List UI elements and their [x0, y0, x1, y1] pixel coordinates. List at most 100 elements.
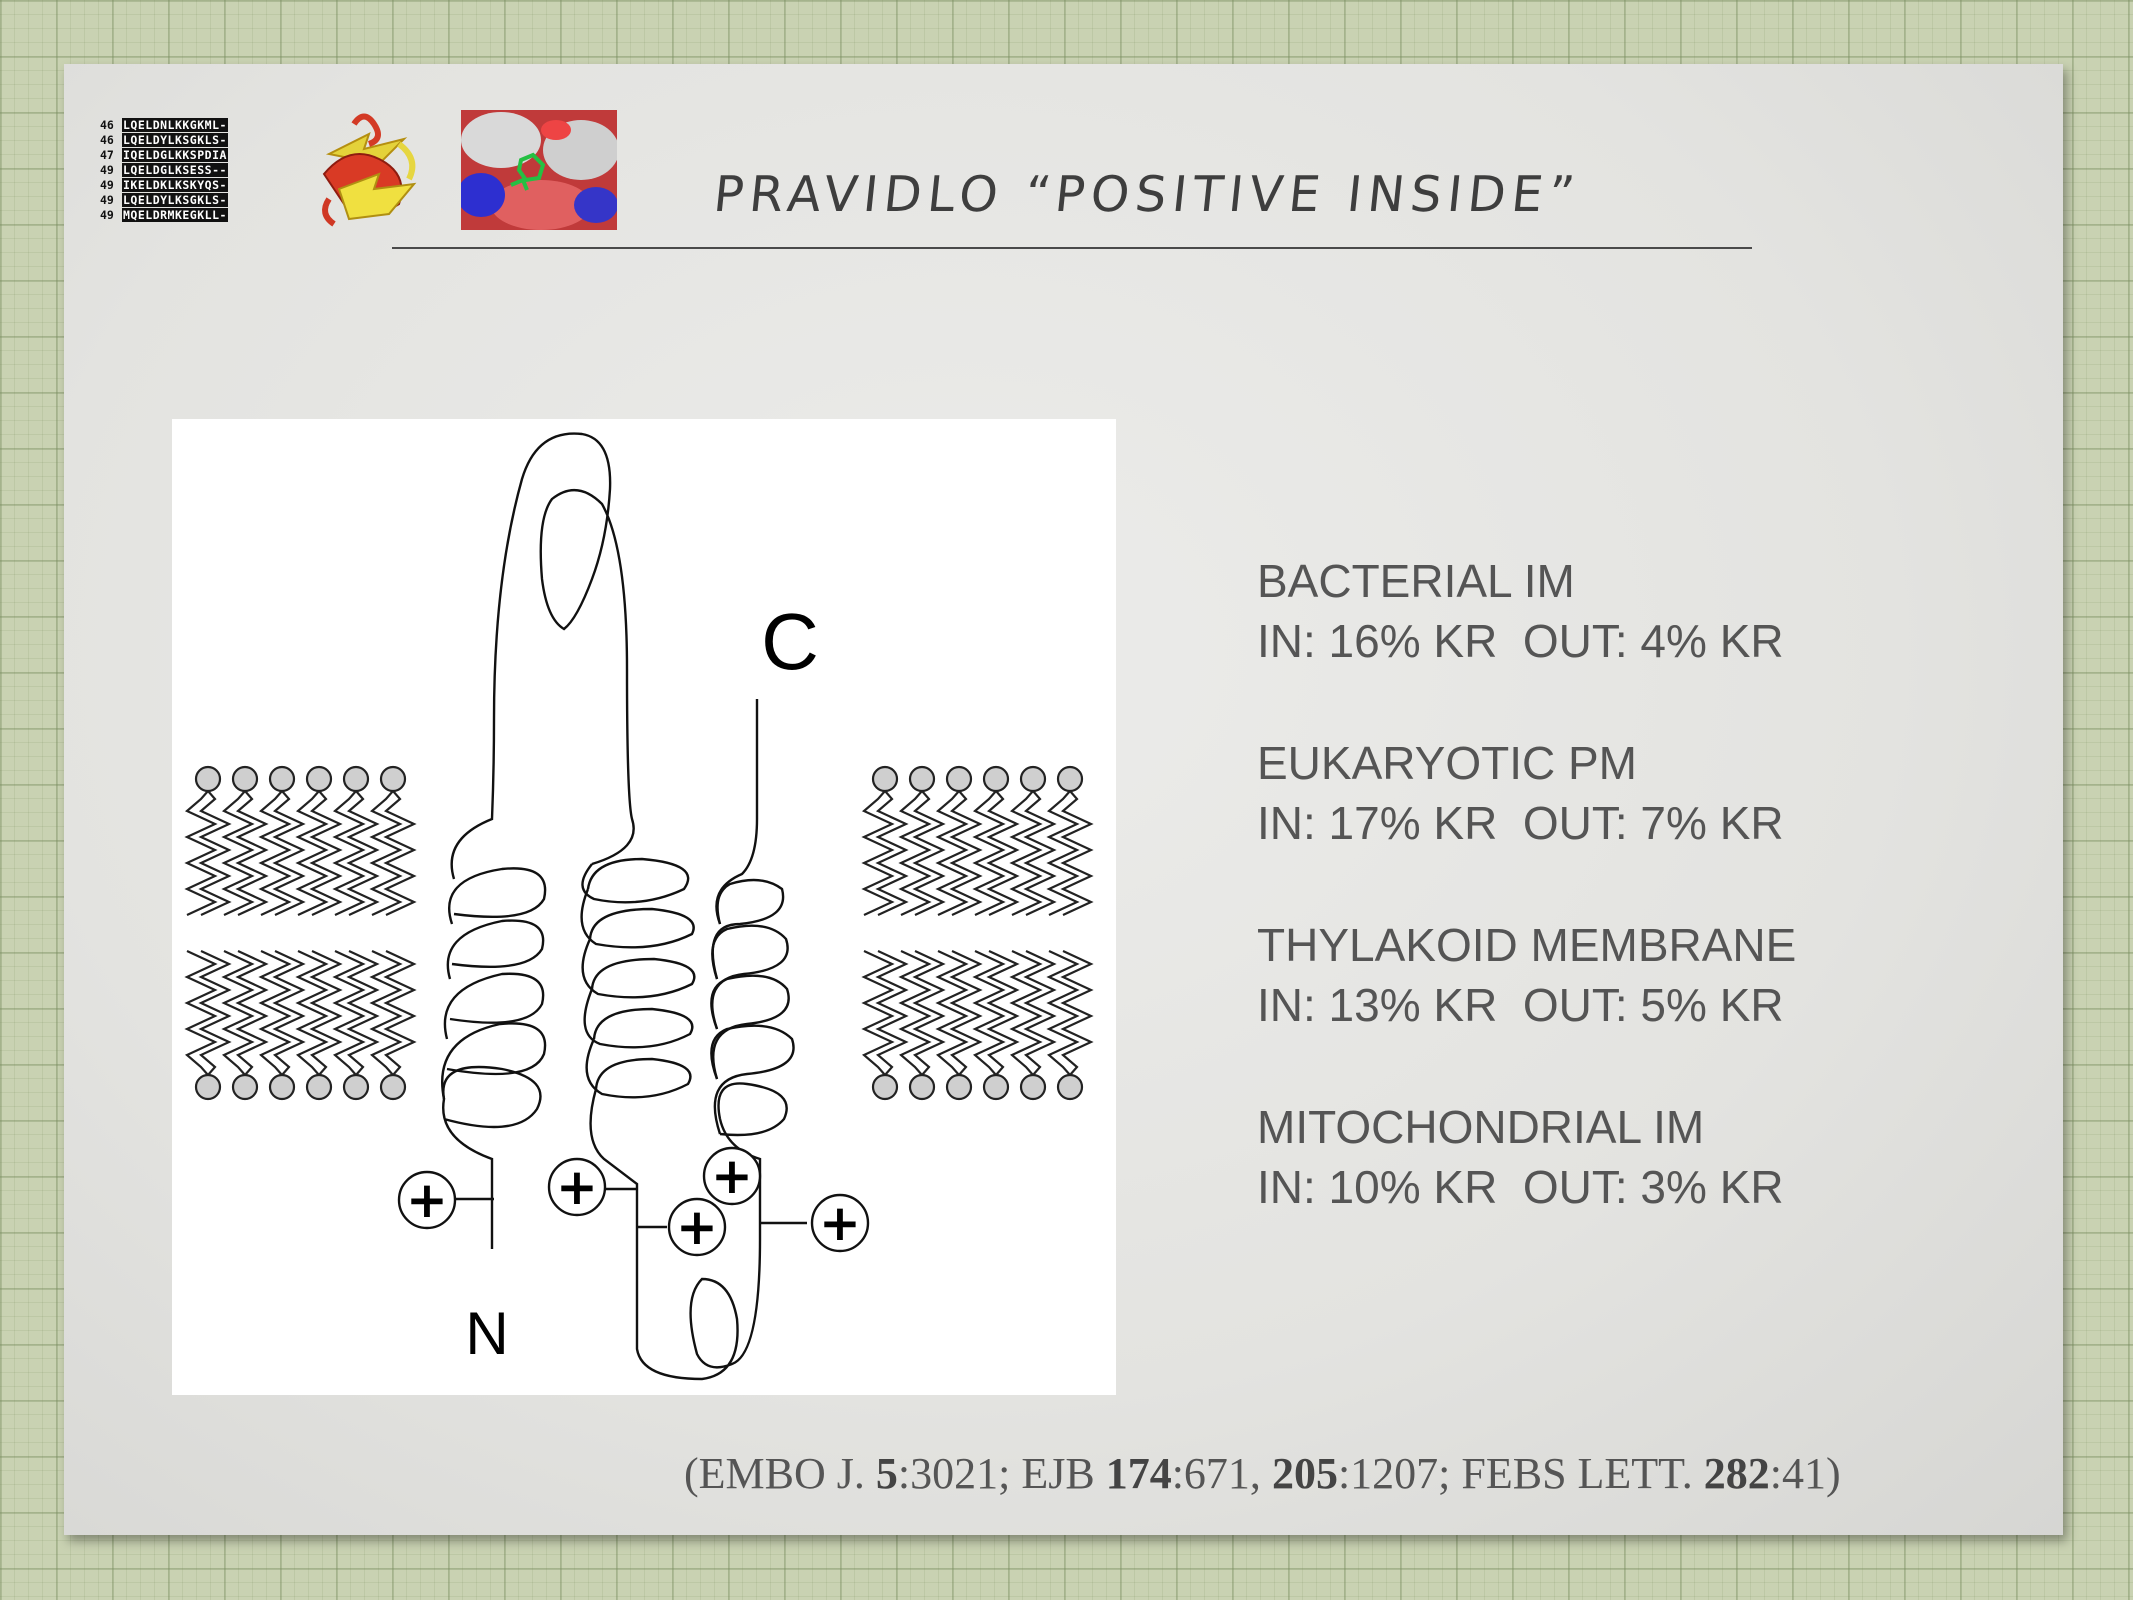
lipid-tail [949, 950, 983, 1076]
stat-values: IN: 10% KR OUT: 3% KR [1257, 1161, 1784, 1213]
lipid-head [268, 1073, 296, 1101]
lipid-tail [949, 790, 983, 916]
lipid-head [194, 765, 222, 793]
lipid-tail [235, 790, 269, 916]
lipid-head [945, 1073, 973, 1101]
lipid-tail [898, 790, 932, 916]
c-terminus-label: C [761, 597, 819, 686]
protein-surface-image [461, 110, 617, 230]
lipid-head [194, 1073, 222, 1101]
lipid-head [231, 765, 259, 793]
lipid-head [1019, 765, 1047, 793]
lipid-tail [912, 950, 946, 1076]
slide-title: PRAVIDLO “POSITIVE INSIDE” [711, 166, 1584, 223]
positive-charge-mark [667, 1197, 727, 1257]
lipid-tail [986, 950, 1020, 1076]
plus-sign: + [556, 1158, 598, 1216]
lipid-tail [1046, 790, 1080, 916]
lipid-tail [235, 950, 269, 1076]
stat-heading: MITOCHONDRIAL IM [1257, 1101, 1705, 1153]
lipid-tail [198, 950, 232, 1076]
stat-heading: EUKARYOTIC PM [1257, 737, 1637, 789]
references-line: (EMBO J. 5:3021; EJB 174:671, 205:1207; … [684, 1449, 1841, 1498]
positive-charge-mark [547, 1157, 607, 1217]
stat-values: IN: 13% KR OUT: 5% KR [1257, 979, 1784, 1031]
lipid-tail [1023, 790, 1057, 916]
lipid-tail [935, 950, 969, 1076]
positive-charge-mark [397, 1170, 457, 1230]
lipid-head [871, 1073, 899, 1101]
positive-charges [397, 1146, 870, 1257]
lipid-head [1056, 765, 1084, 793]
lipid-tail [369, 790, 403, 916]
lipid-tail [986, 790, 1020, 916]
lipid-head [1056, 1073, 1084, 1101]
lipid-tail [875, 790, 909, 916]
stat-heading: BACTERIAL IM [1257, 555, 1575, 607]
stat-thylakoid: THYLAKOID MEMBRANE IN: 13% KR OUT: 5% KR [1257, 915, 1977, 1035]
lipid-tail [295, 950, 329, 1076]
lipid-tail [1046, 950, 1080, 1076]
stat-eukaryotic: EUKARYOTIC PM IN: 17% KR OUT: 7% KR [1257, 733, 1977, 853]
lipid-head [231, 1073, 259, 1101]
lipid-tail [935, 790, 969, 916]
lipid-tail [1060, 790, 1094, 916]
lipid-tail [972, 790, 1006, 916]
lipid-head [982, 1073, 1010, 1101]
positive-charge-mark [702, 1146, 762, 1206]
lipid-tail [295, 790, 329, 916]
lipid-head [1019, 1073, 1047, 1101]
lipid-tail [221, 790, 255, 916]
lipid-head [908, 1073, 936, 1101]
protein-ribbon-image [322, 113, 417, 227]
lipid-head [871, 765, 899, 793]
lipid-tail [861, 950, 895, 1076]
lipid-head [908, 765, 936, 793]
lipid-tail [383, 950, 417, 1076]
left-lipid-bilayer [184, 765, 417, 1101]
stat-bacterial: BACTERIAL IM IN: 16% KR OUT: 4% KR [1257, 551, 1977, 671]
lipid-tail [184, 950, 218, 1076]
plus-sign: + [406, 1171, 448, 1229]
lipid-tail [875, 950, 909, 1076]
lipid-head [305, 1073, 333, 1101]
lipid-head [379, 1073, 407, 1101]
lipid-head [342, 1073, 370, 1101]
lipid-tail [1009, 950, 1043, 1076]
lipid-tail [861, 790, 895, 916]
lipid-tail [332, 950, 366, 1076]
lipid-head [342, 765, 370, 793]
lipid-tail [346, 950, 380, 1076]
stat-values: IN: 16% KR OUT: 4% KR [1257, 615, 1784, 667]
lipid-head [305, 765, 333, 793]
lipid-tail [912, 790, 946, 916]
lipid-tail [1060, 950, 1094, 1076]
protein-chain [441, 432, 795, 1381]
lipid-tail [309, 790, 343, 916]
kr-statistics: BACTERIAL IM IN: 16% KR OUT: 4% KR EUKAR… [1257, 551, 1977, 1279]
lipid-tail [1009, 790, 1043, 916]
title-underline [392, 247, 1752, 249]
lipid-tail [272, 790, 306, 916]
lipid-head [379, 765, 407, 793]
lipid-tail [898, 950, 932, 1076]
lipid-tail [383, 790, 417, 916]
lipid-head [945, 765, 973, 793]
membrane-protein-diagram: + + + + + C N [172, 419, 1116, 1395]
lipid-tail [184, 790, 218, 916]
stat-heading: THYLAKOID MEMBRANE [1257, 919, 1797, 971]
lipid-tail [198, 790, 232, 916]
lipid-tail [258, 790, 292, 916]
lipid-tail [309, 950, 343, 1076]
n-terminus-label: N [465, 1300, 508, 1367]
plus-sign: + [819, 1194, 861, 1252]
lipid-tail [272, 950, 306, 1076]
lipid-head [982, 765, 1010, 793]
